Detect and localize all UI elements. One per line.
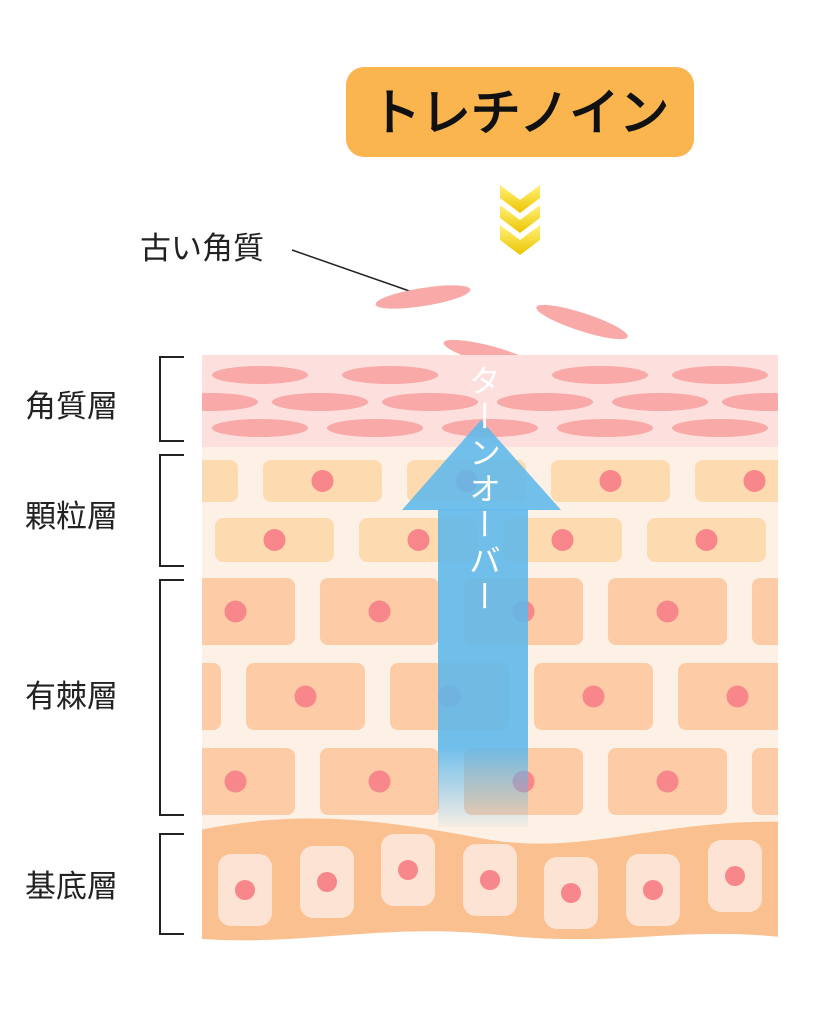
layer-brackets [159,356,184,935]
corneum-cell [202,393,258,411]
nucleus [656,770,679,793]
corneum-cell [342,366,438,384]
old-stratum-label: 古い角質 [140,231,264,267]
spinous-cell [202,578,295,645]
nucleus [263,529,286,551]
chevron-down-icon [500,185,540,255]
nucleus [725,866,745,886]
nucleus [168,470,190,492]
nucleus [801,601,819,623]
nucleus [224,600,247,623]
nucleus [801,771,819,793]
title-text: トレチノイン [371,84,670,142]
nucleus [368,770,391,793]
corneum-cell [272,393,368,411]
nucleus [643,880,663,900]
nucleus [294,685,317,708]
nucleus [656,600,679,623]
corneum-cell [672,419,768,437]
nucleus [582,685,605,708]
corneum-cell [557,419,653,437]
nucleus [317,872,337,892]
corneum-cell [722,393,778,411]
nucleus [235,880,255,900]
corneum-cell [382,393,478,411]
corneum-cell [672,366,768,384]
corneum-cell [327,419,423,437]
corneum-cell [612,393,708,411]
layer-label-basal: 基底層 [25,869,118,905]
nucleus [224,770,247,793]
nucleus [726,685,749,708]
corneum-cell [497,393,593,411]
nucleus [368,600,391,623]
layer-label-corneum: 角質層 [25,389,118,425]
nucleus [151,686,173,708]
spinous-cell [202,748,295,815]
nucleus [743,470,766,492]
corneum-cell [212,366,308,384]
corneum-cell [552,366,648,384]
leader-line [291,249,419,295]
spinous-cell [752,748,778,815]
nucleus [480,870,500,890]
nucleus [398,860,418,880]
nucleus [407,529,430,551]
layer-label-spinous: 有棘層 [25,679,118,715]
nucleus [561,883,581,903]
corneum-cell [212,419,308,437]
nucleus [599,470,622,492]
turnover-arrow: ターンオーバー [402,364,561,827]
turnover-label: ターンオーバー [464,364,502,616]
granular-cell [791,518,819,562]
nucleus [311,470,334,492]
nucleus [551,529,574,551]
spinous-cell [202,663,221,730]
layer-label-granular: 顆粒層 [25,499,118,535]
spinous-cell [752,578,778,645]
granular-cell [202,460,238,502]
nucleus [695,529,718,551]
corneum-cell [442,419,538,437]
title-box: トレチノイン [346,67,694,157]
